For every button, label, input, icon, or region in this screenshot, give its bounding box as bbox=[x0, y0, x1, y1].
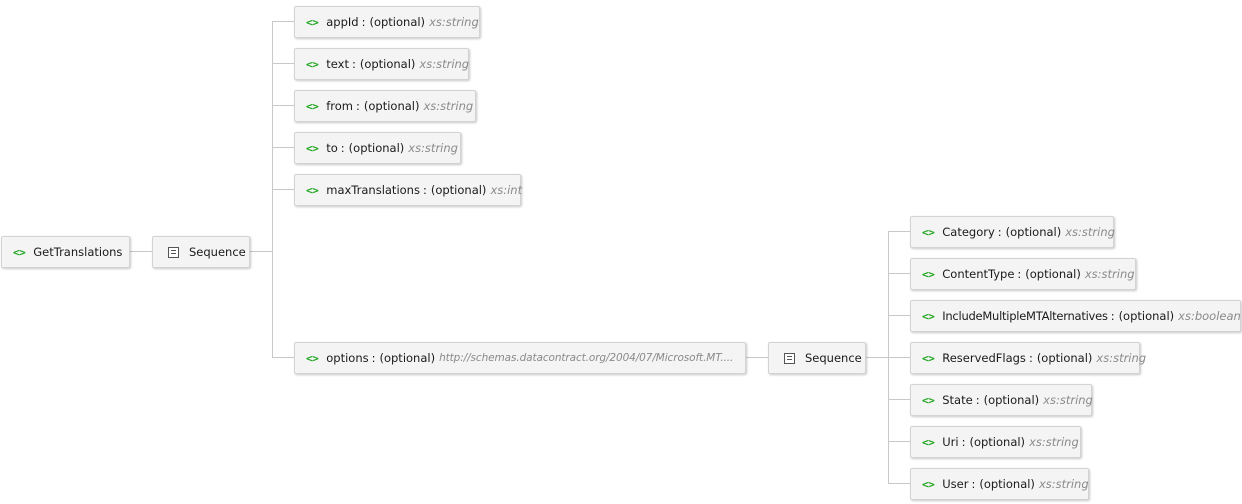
node-name: State bbox=[942, 393, 973, 407]
node-type: xs:string bbox=[1038, 477, 1089, 491]
node-separator: : bbox=[371, 351, 376, 365]
node-optional: (optional) bbox=[1025, 267, 1081, 281]
node-separator: : bbox=[356, 99, 360, 113]
element-icon: <> bbox=[306, 99, 319, 113]
element-icon: <> bbox=[922, 225, 935, 239]
node-optional: (optional) bbox=[983, 393, 1040, 407]
node-optional: (optional) bbox=[359, 57, 416, 71]
node-name: options bbox=[326, 351, 369, 365]
node-reservedflags[interactable]: <> ReservedFlags : (optional) xs:string bbox=[910, 342, 1146, 374]
node-name: text bbox=[326, 57, 349, 71]
node-optional: (optional) bbox=[363, 99, 420, 113]
element-icon: <> bbox=[922, 477, 935, 491]
node-appid[interactable]: <> appId : (optional) xs:string bbox=[294, 6, 480, 38]
node-name: GetTranslations bbox=[33, 245, 123, 259]
node-name: User bbox=[942, 477, 969, 491]
node-contenttype[interactable]: <> ContentType : (optional) xs:string bbox=[910, 258, 1136, 290]
node-optional: (optional) bbox=[348, 141, 405, 155]
element-icon: <> bbox=[13, 245, 26, 259]
node-type: xs:string bbox=[419, 57, 470, 71]
node-name: Uri bbox=[942, 435, 959, 449]
node-from[interactable]: <> from : (optional) xs:string bbox=[294, 90, 476, 122]
node-separator: : bbox=[1017, 267, 1022, 281]
node-separator: : bbox=[351, 57, 356, 71]
node-name: Category bbox=[942, 225, 995, 239]
node-type: xs:string bbox=[1065, 225, 1115, 239]
node-state[interactable]: <> State : (optional) xs:string bbox=[910, 384, 1093, 416]
node-to[interactable]: <> to : (optional) xs:string bbox=[294, 132, 461, 164]
element-icon: <> bbox=[306, 141, 319, 155]
node-separator: : bbox=[422, 183, 427, 197]
node-text[interactable]: <> text : (optional) xs:string bbox=[294, 48, 469, 80]
node-name: to bbox=[326, 141, 338, 155]
node-sequence-root[interactable]: Sequence bbox=[152, 236, 250, 268]
node-name: appId bbox=[326, 15, 359, 29]
node-sequence-options[interactable]: Sequence bbox=[768, 342, 866, 374]
node-type: xs:string bbox=[429, 15, 479, 29]
node-type: xs:string bbox=[423, 99, 474, 113]
sequence-icon bbox=[784, 352, 795, 364]
node-label: Sequence bbox=[189, 245, 246, 259]
node-optional: (optional) bbox=[969, 435, 1026, 449]
sequence-icon bbox=[168, 246, 179, 258]
node-separator: : bbox=[340, 141, 345, 155]
node-optional: (optional) bbox=[979, 477, 1035, 491]
node-separator: : bbox=[961, 435, 966, 449]
node-name: maxTranslations bbox=[326, 183, 420, 197]
element-icon: <> bbox=[306, 57, 319, 71]
node-separator: : bbox=[971, 477, 976, 491]
element-icon: <> bbox=[922, 435, 935, 449]
element-icon: <> bbox=[306, 183, 319, 197]
node-name: ReservedFlags bbox=[942, 351, 1026, 365]
node-type: xs:string bbox=[1096, 351, 1147, 365]
node-maxtranslations[interactable]: <> maxTranslations : (optional) xs:int bbox=[294, 174, 523, 206]
node-separator: : bbox=[1028, 351, 1033, 365]
node-optional: (optional) bbox=[1036, 351, 1093, 365]
node-user[interactable]: <> User : (optional) xs:string bbox=[910, 468, 1089, 500]
node-optional: (optional) bbox=[430, 183, 487, 197]
node-optional: (optional) bbox=[1005, 225, 1062, 239]
node-type: xs:string bbox=[408, 141, 458, 155]
node-optional: (optional) bbox=[1118, 309, 1175, 323]
node-type: xs:boolean bbox=[1178, 309, 1241, 323]
element-icon: <> bbox=[922, 267, 935, 281]
node-optional: (optional) bbox=[379, 351, 436, 365]
node-type: xs:int bbox=[490, 183, 523, 197]
node-options[interactable]: <> options : (optional) http://schemas.d… bbox=[294, 342, 746, 374]
node-optional: (optional) bbox=[369, 15, 426, 29]
node-label: Sequence bbox=[805, 351, 862, 365]
node-category[interactable]: <> Category : (optional) xs:string bbox=[910, 216, 1115, 248]
node-includemultiplemtalternatives[interactable]: <> IncludeMultipleMTAlternatives : (opti… bbox=[910, 300, 1241, 332]
node-type: xs:string bbox=[1029, 435, 1079, 449]
element-icon: <> bbox=[922, 393, 935, 407]
node-separator: : bbox=[361, 15, 366, 29]
node-gettranslations[interactable]: <> GetTranslations bbox=[1, 236, 130, 268]
node-type: xs:string bbox=[1043, 393, 1093, 407]
node-type: http://schemas.datacontract.org/2004/07/… bbox=[439, 352, 734, 364]
node-name: from bbox=[326, 99, 354, 113]
element-icon: <> bbox=[922, 309, 935, 323]
element-icon: <> bbox=[306, 351, 319, 365]
node-separator: : bbox=[997, 225, 1002, 239]
element-icon: <> bbox=[306, 15, 319, 29]
element-icon: <> bbox=[922, 351, 935, 365]
node-separator: : bbox=[975, 393, 980, 407]
node-separator: : bbox=[1110, 309, 1115, 323]
node-uri[interactable]: <> Uri : (optional) xs:string bbox=[910, 426, 1081, 458]
node-name: IncludeMultipleMTAlternatives bbox=[942, 309, 1108, 323]
node-type: xs:string bbox=[1084, 267, 1135, 281]
node-name: ContentType bbox=[942, 267, 1015, 281]
